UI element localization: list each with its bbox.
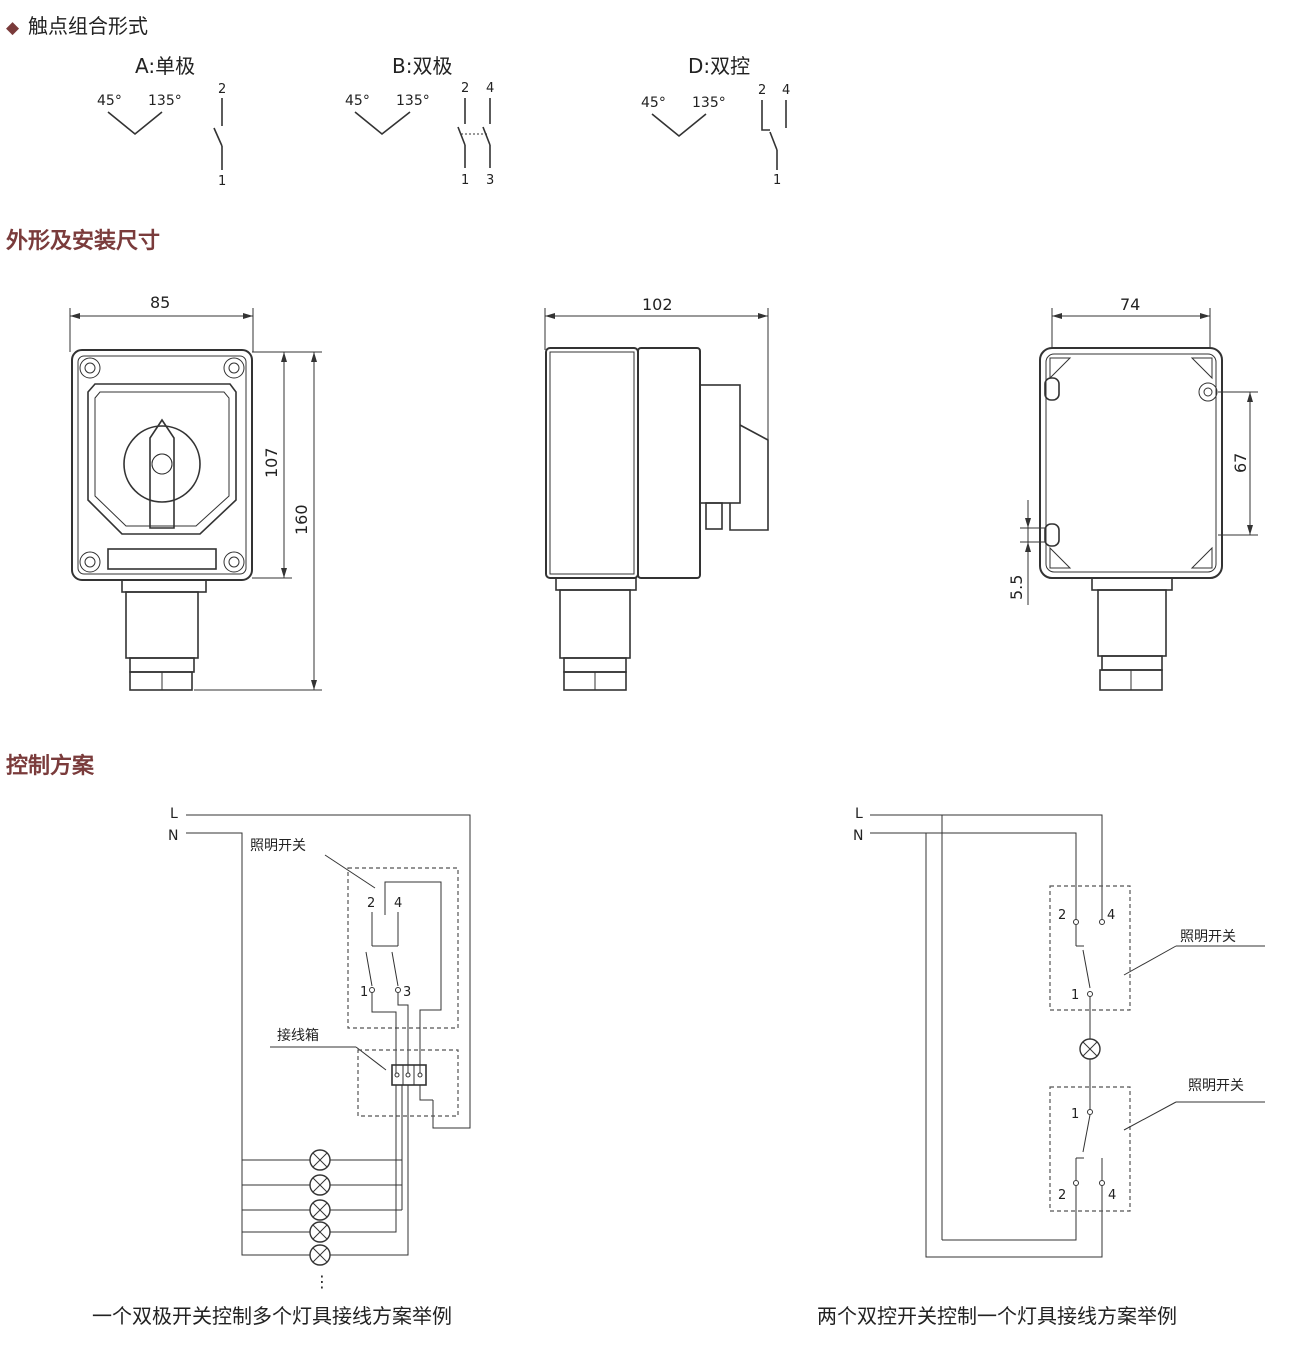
right-switch1-label: 照明开关	[1180, 929, 1236, 945]
front-inner-height-dim: 107	[262, 447, 281, 478]
angle-45-label: 45°	[345, 93, 370, 109]
front-width-dim: 85	[150, 293, 170, 312]
side-depth-dim: 102	[642, 295, 673, 314]
terminal-label: 2	[461, 81, 469, 96]
terminal-label: 2	[218, 82, 226, 97]
left-switch-label: 照明开关	[250, 838, 306, 854]
angle-135-label: 135°	[396, 93, 430, 109]
front-total-height-dim: 160	[292, 504, 311, 535]
terminal-label: 1	[218, 174, 226, 189]
lamp-icon	[309, 1199, 331, 1221]
right-switch2-label: 照明开关	[1188, 1078, 1244, 1094]
left-caption: 一个双极开关控制多个灯具接线方案举例	[92, 1304, 452, 1328]
terminal-label: 2	[758, 83, 766, 98]
terminal-label: 4	[782, 83, 790, 98]
left-box-label: 接线箱	[277, 1027, 319, 1044]
terminal-label: 3	[403, 985, 411, 1000]
bullet-icon: ◆	[6, 18, 20, 38]
dimension-section-title: 外形及安装尺寸	[6, 228, 160, 254]
angle-45-label: 45°	[641, 95, 666, 111]
angle-135-label: 135°	[692, 95, 726, 111]
terminal-label: 1	[360, 985, 368, 1000]
angle-135-label: 135°	[148, 93, 182, 109]
terminal-label: 4	[1108, 1188, 1116, 1203]
lamp-icon	[309, 1149, 331, 1171]
lamp-icon	[1079, 1038, 1101, 1060]
lamp-icon	[309, 1174, 331, 1196]
control-section-title: 控制方案	[6, 753, 95, 779]
side-view: 102	[544, 295, 769, 691]
front-view: 85 107 160	[69, 293, 322, 691]
back-width-dim: 74	[1120, 295, 1140, 314]
terminal-label: 3	[486, 173, 494, 188]
terminal-label: 4	[486, 81, 494, 96]
contact-type-b-label: B:双极	[392, 54, 452, 78]
contact-type-d-label: D:双控	[688, 54, 750, 78]
terminal-label: 2	[1058, 1188, 1066, 1203]
terminal-label: 1	[773, 173, 781, 188]
lamp-icon	[309, 1244, 331, 1266]
back-hole-offset-dim: 5.5	[1007, 575, 1026, 600]
contact-type-d: D:双控 45° 135° 2 4 1	[641, 54, 790, 188]
contact-type-b: B:双极 45° 135° 2 4 1 3	[345, 54, 494, 188]
contact-section-title: 触点组合形式	[28, 14, 148, 38]
lamp-icon	[309, 1221, 331, 1243]
terminal-label: 1	[1071, 988, 1079, 1003]
terminal-label: 2	[1058, 908, 1066, 923]
back-view: 74 67 5.5	[1007, 295, 1258, 691]
back-hole-spacing-dim: 67	[1231, 453, 1250, 473]
terminal-label: 1	[1071, 1107, 1079, 1122]
contact-type-a: A:单极 45° 135° 2 1	[97, 54, 226, 189]
right-caption: 两个双控开关控制一个灯具接线方案举例	[817, 1304, 1177, 1328]
contact-type-a-label: A:单极	[135, 54, 195, 78]
terminal-label: 2	[367, 896, 375, 911]
left-wiring-scheme: L N 照明开关 2 4 1 3 接线箱	[92, 806, 471, 1328]
line-n-label: N	[853, 828, 863, 844]
more-lamps-ellipsis: ⋮	[314, 1272, 330, 1291]
right-wiring-scheme: L N 2 4 1 照明开关 1 2 4	[817, 806, 1265, 1328]
terminal-label: 4	[394, 896, 402, 911]
line-l-label: L	[170, 806, 178, 822]
terminal-label: 4	[1107, 908, 1115, 923]
line-l-label: L	[855, 806, 863, 822]
terminal-label: 1	[461, 173, 469, 188]
line-n-label: N	[168, 828, 178, 844]
angle-45-label: 45°	[97, 93, 122, 109]
